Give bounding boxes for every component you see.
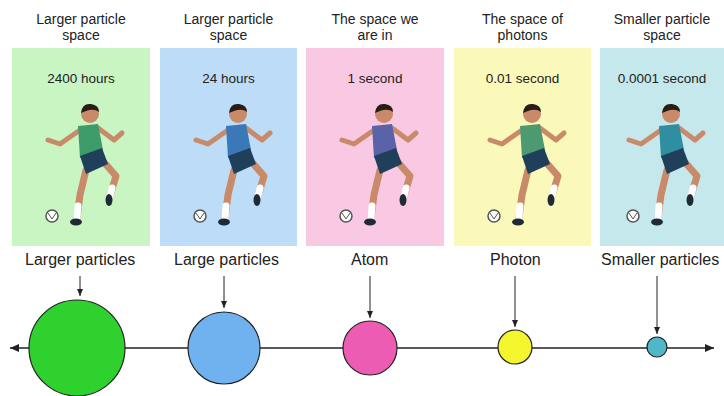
particle-circle xyxy=(647,337,667,357)
player-figure xyxy=(184,100,274,230)
particle-circle xyxy=(498,330,532,364)
time-label: 2400 hours xyxy=(12,70,150,88)
player-figure xyxy=(330,100,420,230)
particle-label: Smaller particles xyxy=(601,250,719,269)
player-figure xyxy=(478,100,568,230)
space-panel: The space of photons0.01 second xyxy=(454,48,591,246)
leader-arrow xyxy=(224,276,225,308)
time-label: 24 hours xyxy=(160,70,297,88)
space-panel: Smaller particle space0.0001 second xyxy=(600,48,724,246)
particle-circle xyxy=(188,312,260,384)
leader-arrow xyxy=(657,276,658,334)
leader-arrow xyxy=(80,276,81,296)
particle-circle xyxy=(343,321,397,375)
player-figure xyxy=(617,100,707,230)
particle-circle xyxy=(29,300,125,396)
player-figure xyxy=(36,100,126,230)
leader-arrow xyxy=(515,276,516,327)
panel-heading: The space of photons xyxy=(471,11,575,43)
space-panel: Larger particle space2400 hours xyxy=(12,48,150,246)
time-label: 1 second xyxy=(306,70,444,88)
panel-heading: Larger particle space xyxy=(177,11,281,43)
particle-label: Large particles xyxy=(174,250,279,269)
particle-label: Photon xyxy=(490,250,541,269)
space-panel: Larger particle space24 hours xyxy=(160,48,297,246)
leader-arrow xyxy=(370,276,371,318)
time-label: 0.01 second xyxy=(454,70,591,88)
space-panel: The space we are in1 second xyxy=(306,48,444,246)
particle-label: Atom xyxy=(351,250,388,269)
panel-heading: The space we are in xyxy=(323,11,427,43)
panel-heading: Larger particle space xyxy=(29,11,133,43)
time-label: 0.0001 second xyxy=(600,70,724,88)
panel-heading: Smaller particle space xyxy=(610,11,714,43)
particle-label: Larger particles xyxy=(25,250,135,269)
